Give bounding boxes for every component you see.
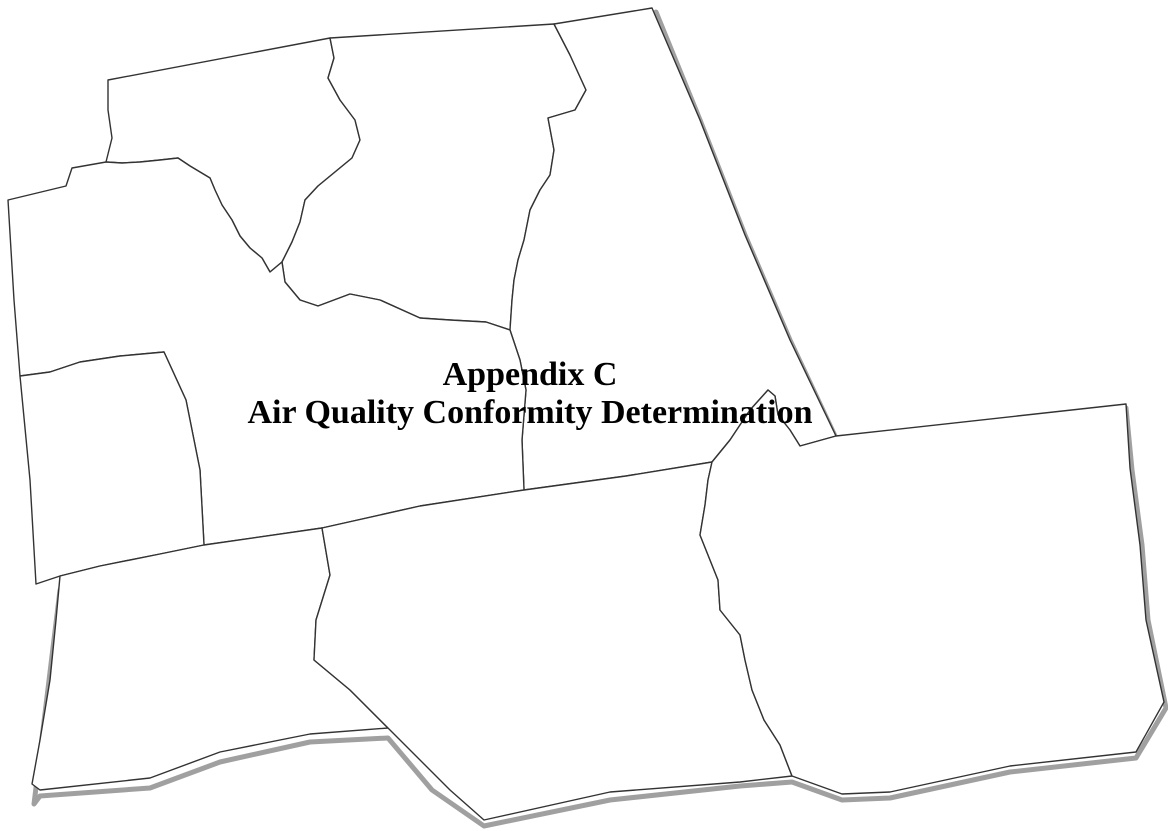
title-block: Appendix C Air Quality Conformity Determ… — [170, 356, 890, 432]
county-boundaries — [7, 7, 1165, 821]
appendix-subtitle: Air Quality Conformity Determination — [247, 394, 813, 431]
county-se — [699, 389, 1165, 795]
county-sw-inner — [19, 351, 205, 585]
appendix-title: Appendix C — [442, 356, 618, 393]
